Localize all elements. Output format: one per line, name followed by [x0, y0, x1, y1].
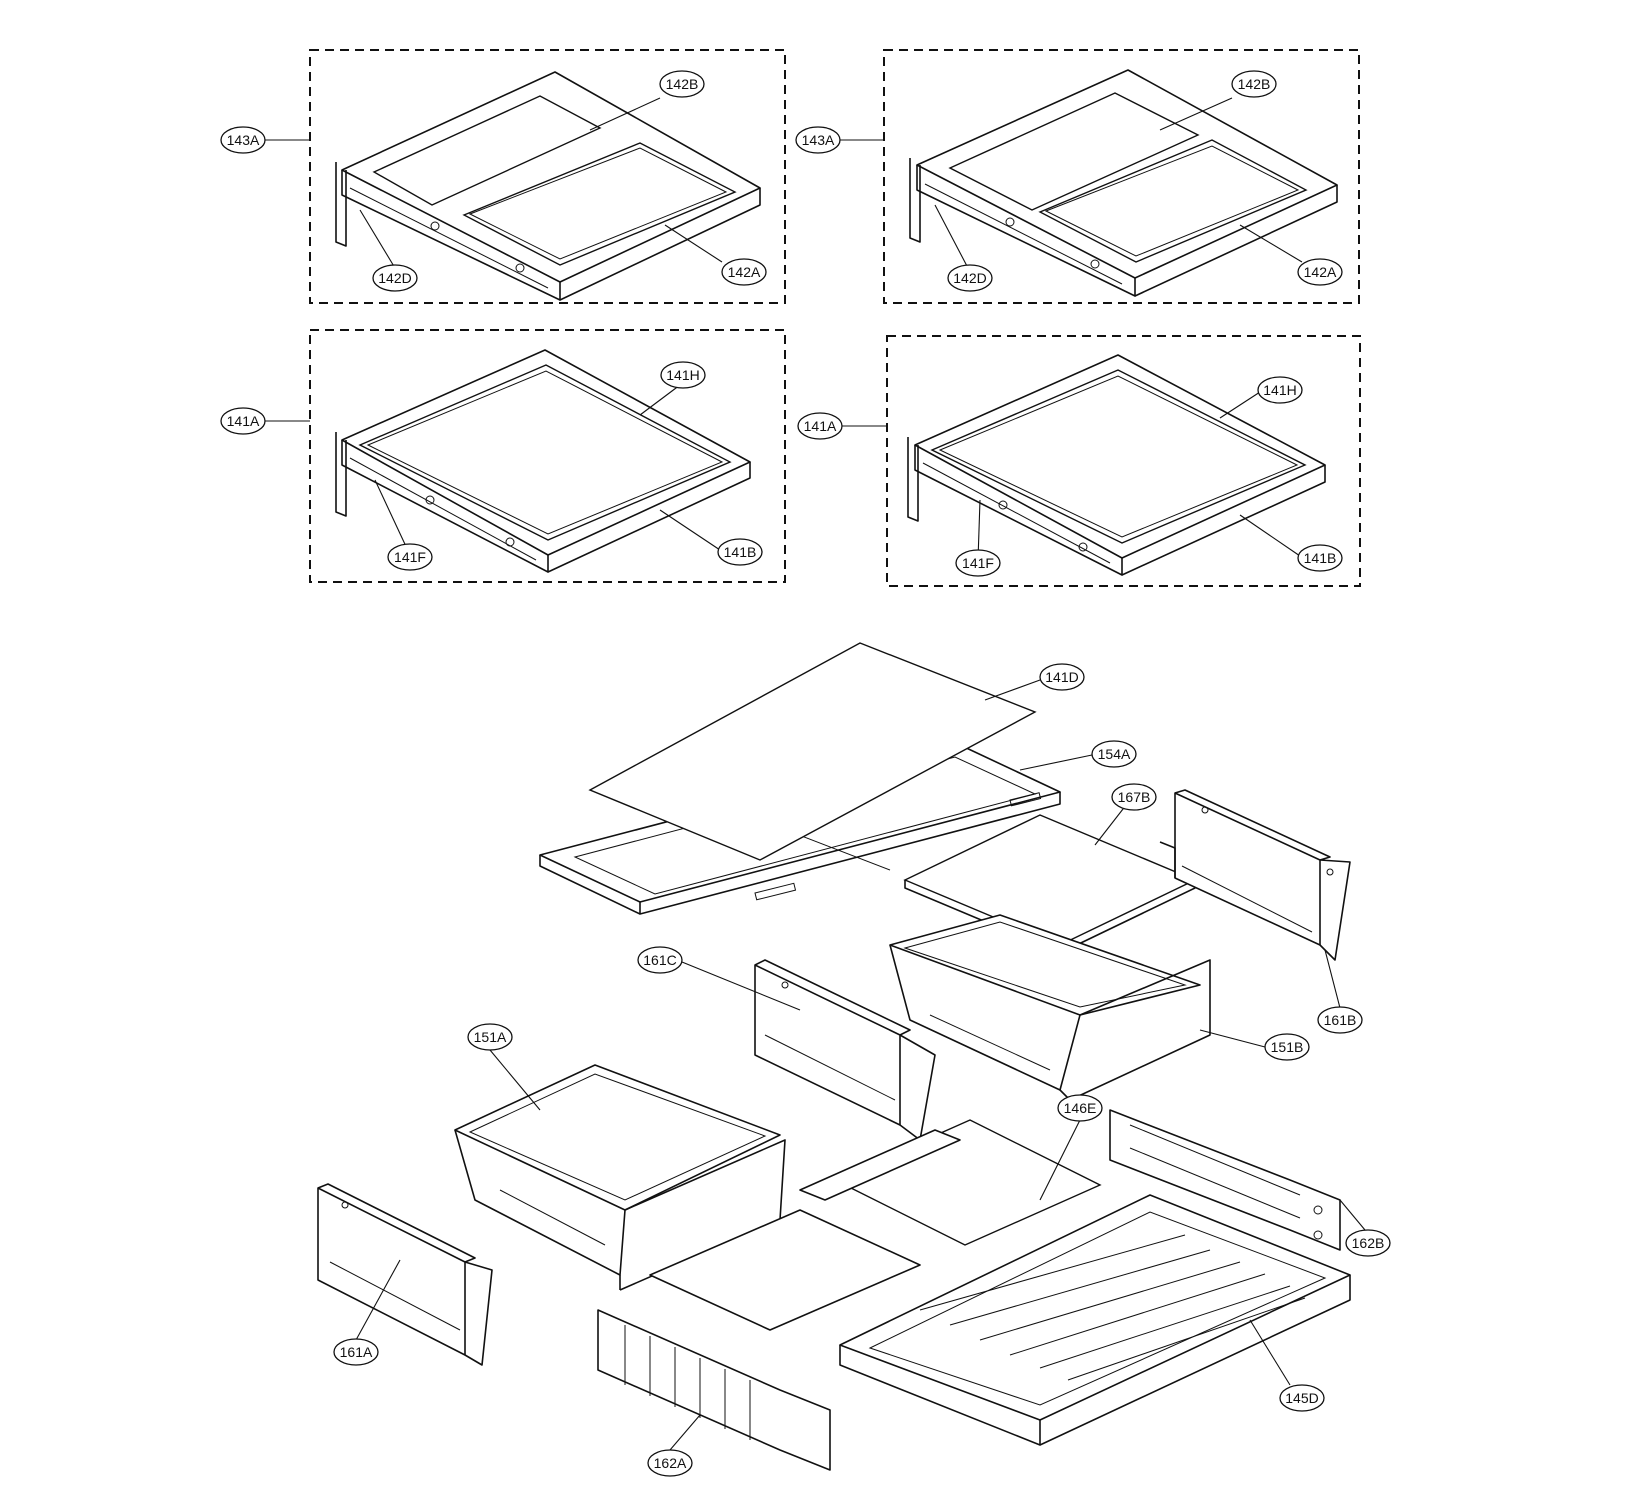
callout-161c: 161C — [637, 946, 683, 974]
bracket-162b — [1109, 1109, 1341, 1251]
crisper-drawer-151b — [889, 914, 1211, 1101]
svg-text:141A: 141A — [804, 418, 837, 434]
callout-142d-top-left: 142D — [372, 264, 418, 292]
svg-text:167B: 167B — [1118, 789, 1151, 805]
svg-text:141B: 141B — [724, 544, 757, 560]
svg-text:141F: 141F — [394, 549, 426, 565]
callout-141h-mid-right: 141H — [1257, 376, 1303, 404]
assembly-box-141a-right — [886, 335, 1361, 587]
glass-shelf-left — [335, 349, 751, 573]
svg-text:141H: 141H — [666, 367, 699, 383]
callout-141f-mid-right: 141F — [955, 549, 1001, 577]
assembly-box-141a-left — [309, 329, 786, 583]
callout-141h-mid-left: 141H — [660, 361, 706, 389]
callout-142a-top-right: 142A — [1297, 258, 1343, 286]
svg-text:143A: 143A — [802, 132, 835, 148]
floor-panel — [649, 1209, 921, 1331]
callout-141a-mid-right: 141A — [797, 412, 843, 440]
svg-text:142D: 142D — [953, 270, 986, 286]
callout-146e: 146E — [1057, 1094, 1103, 1122]
callout-145d: 145D — [1279, 1384, 1325, 1412]
callout-143a-top-left: 143A — [220, 126, 266, 154]
callout-141b-mid-right: 141B — [1297, 544, 1343, 572]
bracket-162a — [597, 1309, 831, 1471]
svg-text:141B: 141B — [1304, 550, 1337, 566]
svg-text:141H: 141H — [1263, 382, 1296, 398]
split-shelf-left — [335, 71, 761, 301]
crisper-cover-146e — [799, 1119, 1102, 1246]
svg-text:142D: 142D — [378, 270, 411, 286]
side-rail-161a — [317, 1183, 493, 1366]
glass-plate-141d — [588, 642, 1037, 861]
callout-154a: 154A — [1091, 740, 1137, 768]
side-rail-161b — [1159, 789, 1351, 961]
svg-text:141F: 141F — [962, 555, 994, 571]
assembly-box-143a-left — [309, 49, 786, 304]
svg-text:141A: 141A — [227, 413, 260, 429]
callout-143a-top-right: 143A — [795, 126, 841, 154]
callout-142a-top-left: 142A — [721, 258, 767, 286]
callout-161b: 161B — [1317, 1006, 1363, 1034]
svg-text:154A: 154A — [1098, 746, 1131, 762]
callout-151b: 151B — [1264, 1033, 1310, 1061]
svg-text:142B: 142B — [1238, 76, 1271, 92]
callout-142b-top-right: 142B — [1231, 70, 1277, 98]
callout-141d: 141D — [1039, 663, 1085, 691]
svg-text:162B: 162B — [1352, 1235, 1385, 1251]
svg-text:151A: 151A — [474, 1029, 507, 1045]
glass-shelf-right — [907, 354, 1326, 576]
callout-142d-top-right: 142D — [947, 264, 993, 292]
callout-162b: 162B — [1345, 1229, 1391, 1257]
callout-141f-mid-left: 141F — [387, 543, 433, 571]
split-shelf-right — [909, 69, 1338, 297]
callout-142b-top-left: 142B — [659, 70, 705, 98]
callout-141a-mid-left: 141A — [220, 407, 266, 435]
svg-text:142A: 142A — [1304, 264, 1337, 280]
divider-rail-161c — [754, 959, 936, 1141]
leader-lines — [264, 97, 1366, 1451]
svg-text:151B: 151B — [1271, 1039, 1304, 1055]
callout-141b-mid-left: 141B — [717, 538, 763, 566]
assembly-box-143a-right — [883, 49, 1360, 304]
svg-text:161B: 161B — [1324, 1012, 1357, 1028]
callout-167b: 167B — [1111, 783, 1157, 811]
callout-151a: 151A — [467, 1023, 513, 1051]
svg-text:161A: 161A — [340, 1344, 373, 1360]
callout-162a: 162A — [647, 1449, 693, 1477]
svg-text:141D: 141D — [1045, 669, 1078, 685]
svg-text:146E: 146E — [1064, 1100, 1097, 1116]
svg-text:161C: 161C — [643, 952, 676, 968]
callout-161a: 161A — [333, 1338, 379, 1366]
bottom-tray-145d — [839, 1194, 1351, 1446]
svg-text:142B: 142B — [666, 76, 699, 92]
svg-text:145D: 145D — [1285, 1390, 1318, 1406]
svg-text:162A: 162A — [654, 1455, 687, 1471]
svg-text:142A: 142A — [728, 264, 761, 280]
svg-text:143A: 143A — [227, 132, 260, 148]
